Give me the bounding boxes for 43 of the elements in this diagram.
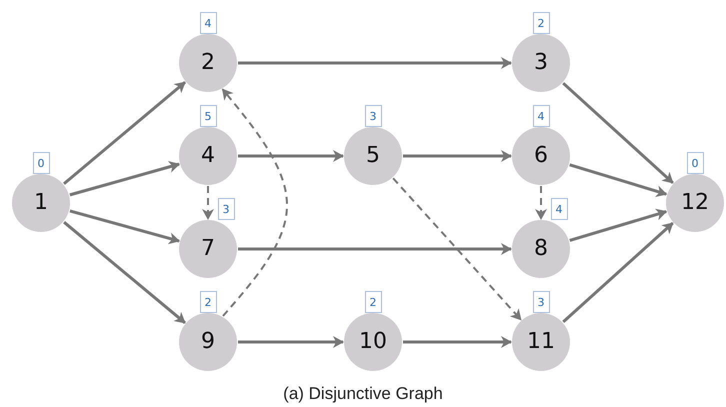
arrow [238,57,512,69]
arrow [63,221,186,324]
node-number: 4 [200,142,216,170]
node-number: 10 [358,328,388,356]
arrow [70,210,180,244]
arrow [562,82,674,184]
weight-label: 3 [364,105,382,127]
weight-label: 3 [532,291,550,313]
dashed-arrow [535,186,547,220]
arrow [569,208,668,242]
weight-label: 4 [532,105,550,127]
node-number: 5 [365,142,381,170]
arrow [562,222,674,324]
node-number: 3 [533,49,549,77]
node-number: 6 [533,142,549,170]
arrow [569,163,668,198]
arrow [238,243,512,255]
dashed-arrow [392,178,522,320]
node-number: 11 [526,328,556,356]
dashed-arrow [202,186,214,220]
arrow [238,336,344,348]
weight-label: 5 [200,105,216,127]
arrow [63,81,186,185]
weight-label: 3 [218,198,234,220]
weight-label: 2 [364,291,382,313]
node-number: 9 [200,328,216,356]
dashed-arrow [222,88,288,317]
node-number: 2 [200,49,216,77]
weight-label: 0 [686,152,704,174]
node-number: 7 [200,235,216,263]
weight-label: 4 [550,198,568,220]
caption: (a) Disjunctive Graph [282,384,444,404]
arrow [403,150,512,162]
weight-label: 4 [200,12,216,34]
weight-label: 2 [200,291,216,313]
arrow [69,161,180,196]
arrow [238,150,344,162]
weight-label: 0 [32,152,50,174]
node-number: 8 [533,235,549,263]
node-number: 1 [33,189,49,217]
node-number: 12 [680,189,710,217]
arrow [403,336,512,348]
weight-label: 2 [532,12,550,34]
